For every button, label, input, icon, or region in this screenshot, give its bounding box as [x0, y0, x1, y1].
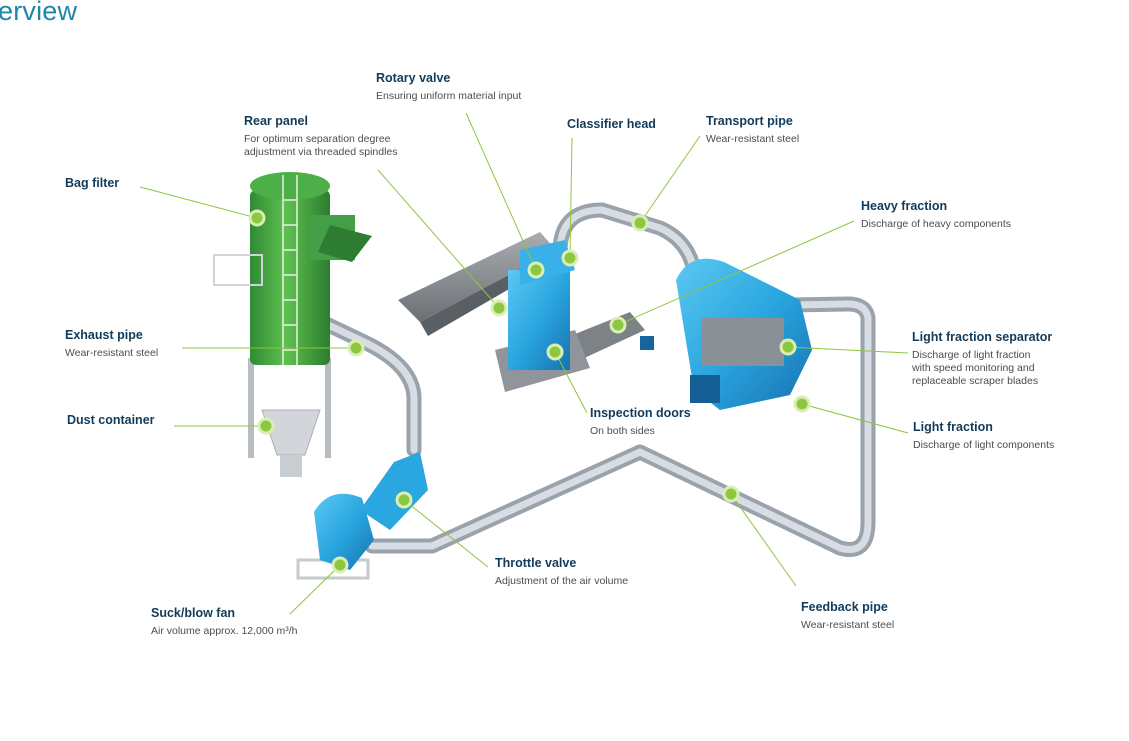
callout-exhaust-pipe: Exhaust pipe Wear-resistant steel [65, 328, 158, 360]
page-title: erview [0, 0, 77, 27]
callout-title: Light fraction separator [912, 330, 1052, 346]
leader-rotary-valve [466, 113, 536, 270]
callout-title: Suck/blow fan [151, 606, 298, 622]
callout-title: Rotary valve [376, 71, 521, 87]
callout-title: Heavy fraction [861, 199, 1011, 215]
marker-rotary-valve [529, 263, 543, 277]
leader-light-fraction [802, 404, 908, 433]
callout-title: Throttle valve [495, 556, 628, 572]
leader-classifier-head [570, 138, 572, 258]
marker-dust-container [259, 419, 273, 433]
callout-heavy-fraction: Heavy fraction Discharge of heavy compon… [861, 199, 1011, 231]
marker-light-fraction [795, 397, 809, 411]
callout-classifier-head: Classifier head [567, 117, 656, 133]
callout-desc: Wear-resistant steel [801, 619, 894, 632]
leader-transport-pipe [640, 136, 700, 223]
marker-heavy-fraction [611, 318, 625, 332]
bag-filter-silo [214, 172, 372, 477]
marker-throttle-valve [397, 493, 411, 507]
marker-exhaust-pipe [349, 341, 363, 355]
marker-rear-panel [492, 301, 506, 315]
fan-unit [298, 452, 428, 578]
callout-desc: Ensuring uniform material input [376, 90, 521, 103]
callout-desc: Air volume approx. 12,000 m³/h [151, 625, 298, 638]
callout-desc: Wear-resistant steel [65, 347, 158, 360]
marker-transport-pipe [633, 216, 647, 230]
callout-rear-panel: Rear panel For optimum separation degree… [244, 114, 398, 159]
callout-desc: Discharge of light components [913, 439, 1054, 452]
callout-desc: Discharge of heavy components [861, 218, 1011, 231]
separator-unit [676, 259, 812, 410]
marker-inspection-doors [548, 345, 562, 359]
callout-title: Inspection doors [590, 406, 691, 422]
callout-title: Feedback pipe [801, 600, 894, 616]
marker-classifier-head [563, 251, 577, 265]
marker-bag-filter [250, 211, 264, 225]
marker-light-fraction-separator [781, 340, 795, 354]
callout-dust-container: Dust container [67, 413, 155, 429]
callout-desc: For optimum separation degree adjustment… [244, 133, 398, 159]
callout-title: Transport pipe [706, 114, 799, 130]
callout-suck-blow-fan: Suck/blow fan Air volume approx. 12,000 … [151, 606, 298, 638]
callout-title: Rear panel [244, 114, 398, 130]
callout-title: Bag filter [65, 176, 119, 192]
callout-desc: Discharge of light fraction with speed m… [912, 349, 1052, 388]
callout-rotary-valve: Rotary valve Ensuring uniform material i… [376, 71, 521, 103]
callout-throttle-valve: Throttle valve Adjustment of the air vol… [495, 556, 628, 588]
callout-transport-pipe: Transport pipe Wear-resistant steel [706, 114, 799, 146]
callout-title: Exhaust pipe [65, 328, 158, 344]
callout-light-fraction: Light fraction Discharge of light compon… [913, 420, 1054, 452]
callout-feedback-pipe: Feedback pipe Wear-resistant steel [801, 600, 894, 632]
callout-desc: On both sides [590, 425, 691, 438]
transport-pipe-duct [560, 210, 696, 290]
callout-desc: Adjustment of the air volume [495, 575, 628, 588]
callout-desc: Wear-resistant steel [706, 133, 799, 146]
callout-light-fraction-separator: Light fraction separator Discharge of li… [912, 330, 1052, 388]
callout-title: Dust container [67, 413, 155, 429]
callout-bag-filter: Bag filter [65, 176, 119, 192]
callout-inspection-doors: Inspection doors On both sides [590, 406, 691, 438]
marker-suck-blow-fan [333, 558, 347, 572]
callout-title: Classifier head [567, 117, 656, 133]
callout-title: Light fraction [913, 420, 1054, 436]
leader-bag-filter [140, 187, 257, 218]
marker-feedback-pipe [724, 487, 738, 501]
